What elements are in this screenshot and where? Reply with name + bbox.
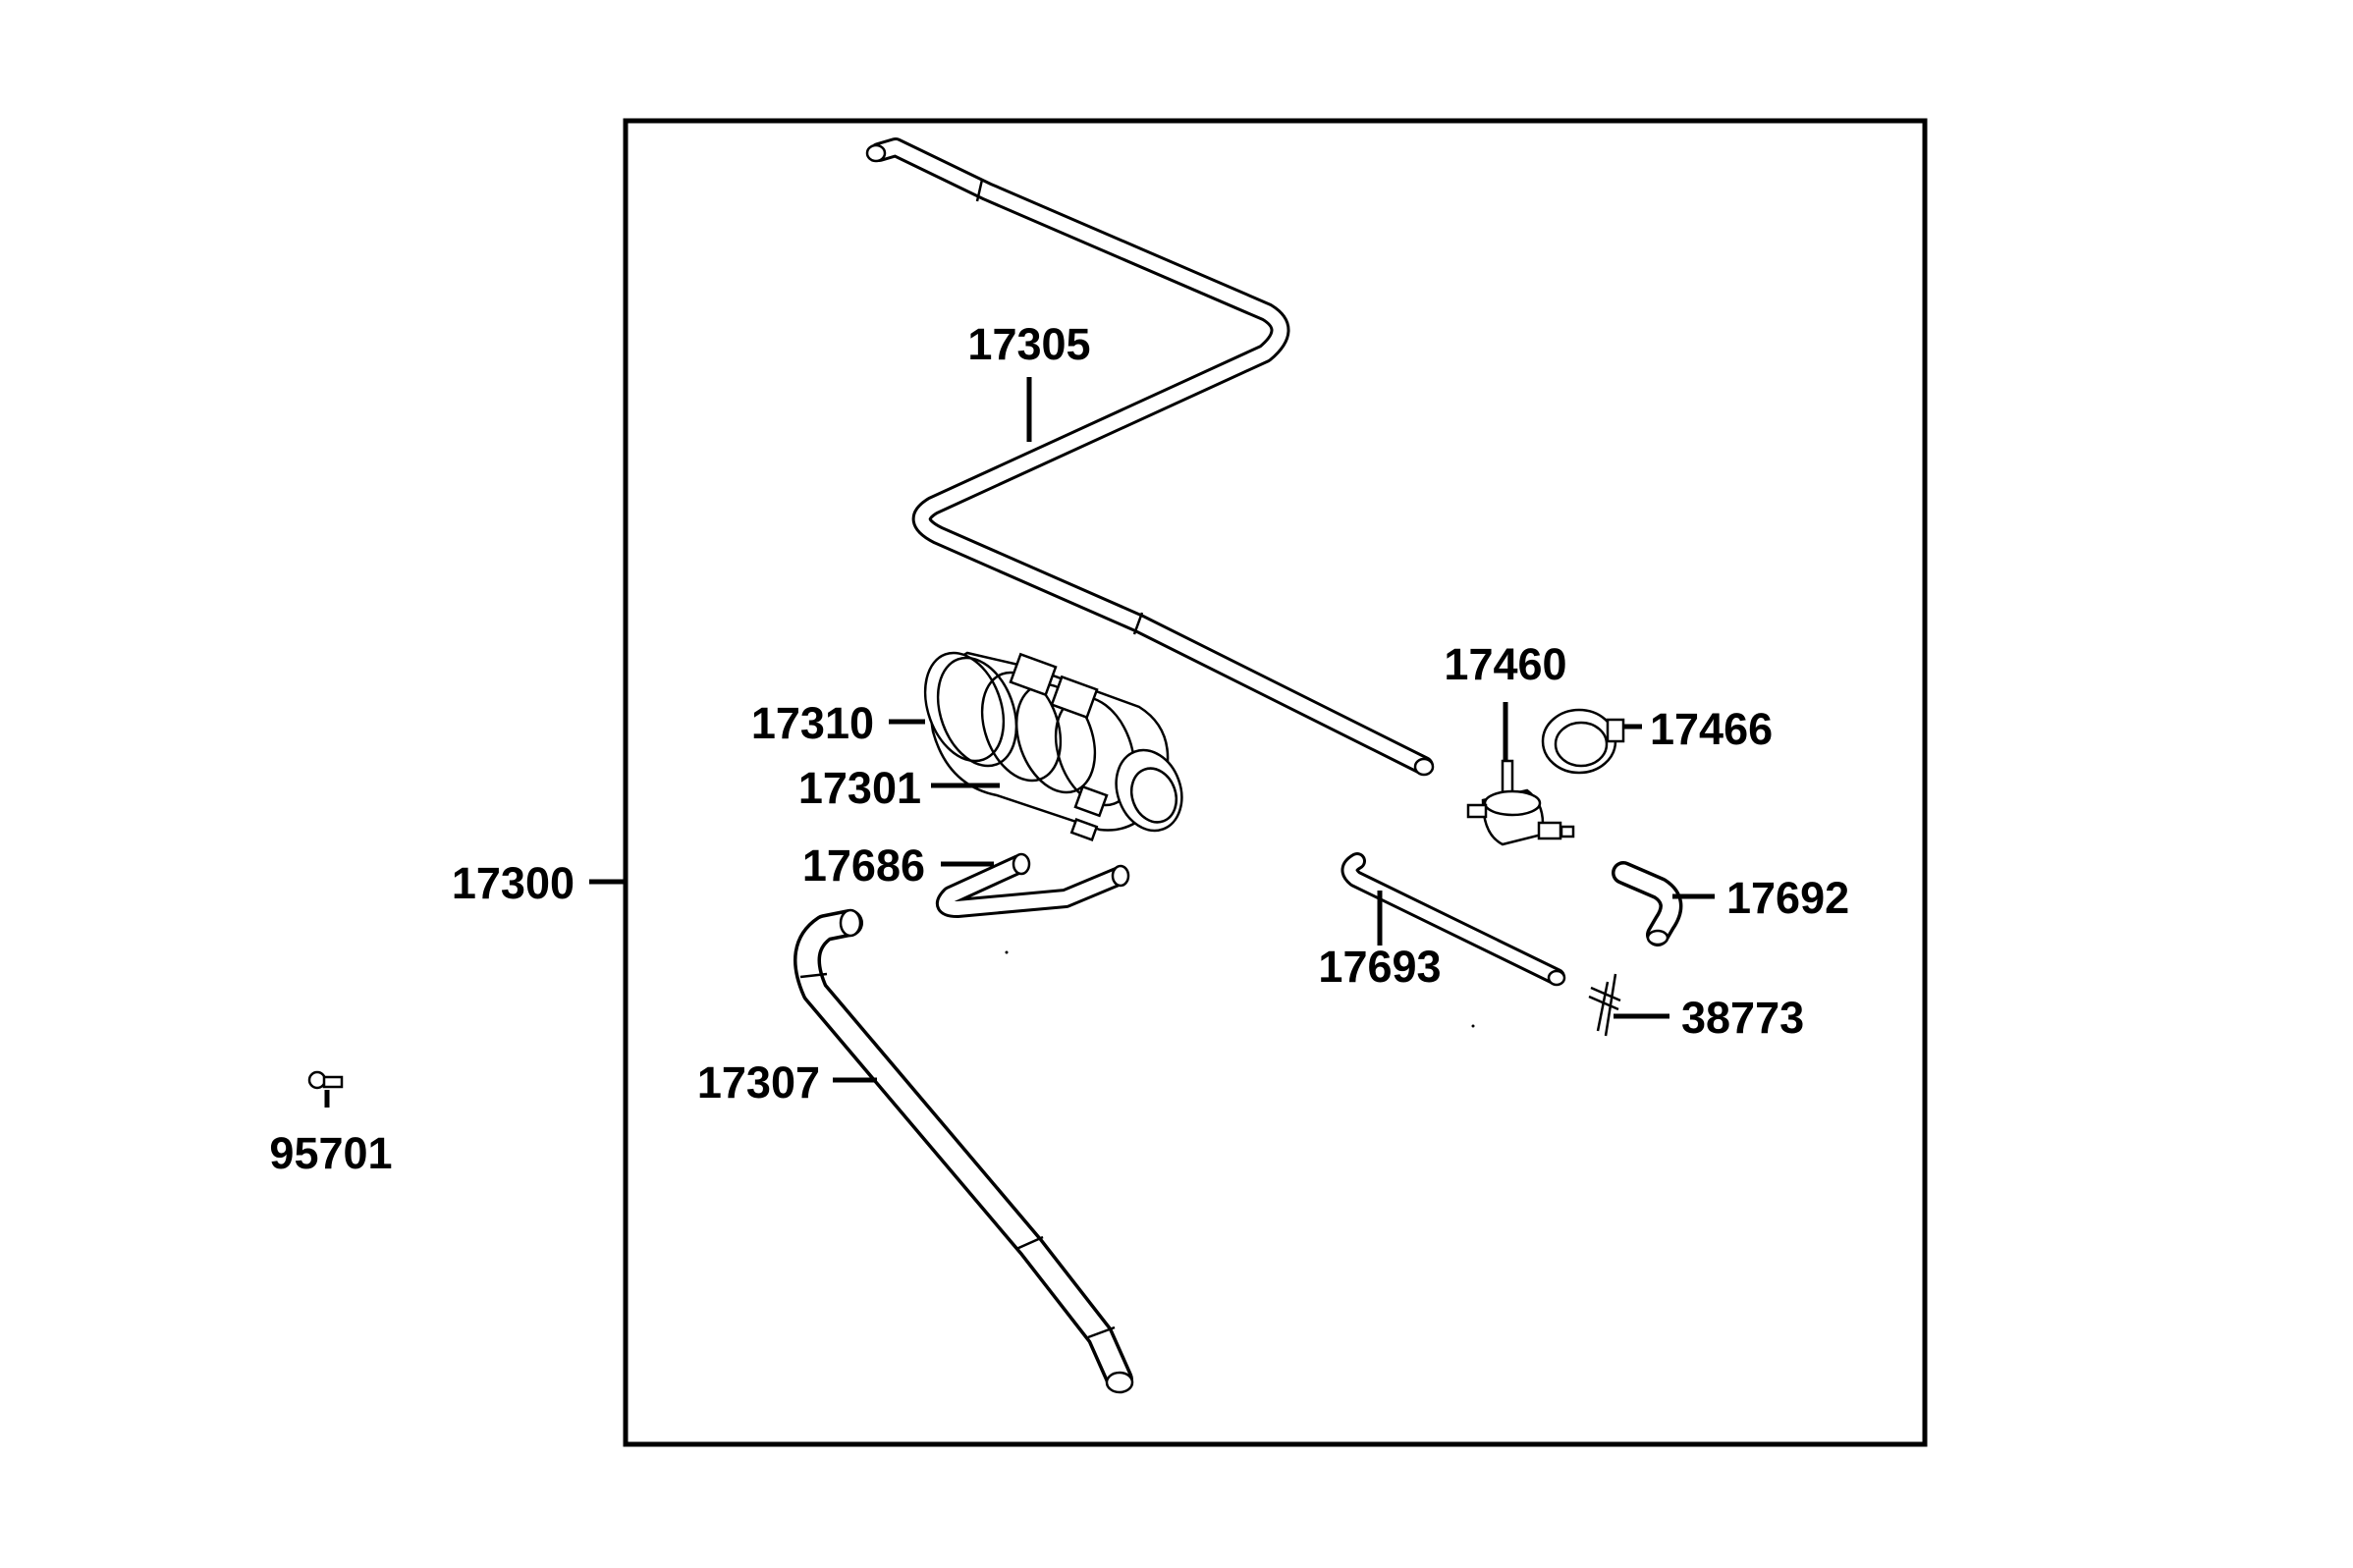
part-17307-hose[interactable]: [793, 908, 1134, 1394]
label-17301[interactable]: 17301: [798, 763, 921, 813]
part-17466-clamp[interactable]: [1541, 708, 1625, 775]
part-17686-hose[interactable]: [936, 852, 1130, 918]
part-38773-connector[interactable]: [1588, 973, 1621, 1037]
label-17305[interactable]: 17305: [967, 319, 1090, 369]
label-17693[interactable]: 17693: [1318, 942, 1441, 992]
label-17686[interactable]: 17686: [802, 840, 925, 891]
label-17692[interactable]: 17692: [1726, 873, 1849, 923]
label-17310[interactable]: 17310: [751, 698, 874, 748]
speck-mark: [1471, 1024, 1475, 1028]
part-17305-hose[interactable]: [865, 137, 1435, 777]
part-17301-canister[interactable]: [911, 642, 1193, 841]
assembly-frame: [623, 118, 1928, 1447]
part-17460-valve[interactable]: [1466, 759, 1575, 846]
part-17693-hose[interactable]: [1341, 852, 1566, 987]
label-95701[interactable]: 95701: [269, 1128, 392, 1178]
label-17307[interactable]: 17307: [697, 1057, 820, 1108]
label-17300[interactable]: 17300: [452, 858, 575, 908]
part-95701-bolt[interactable]: [307, 1070, 344, 1108]
speck-mark: [1005, 950, 1009, 954]
part-17692-hose[interactable]: [1612, 861, 1683, 946]
label-38773[interactable]: 38773: [1681, 993, 1804, 1043]
label-17466[interactable]: 17466: [1650, 704, 1773, 754]
label-17460[interactable]: 17460: [1444, 639, 1566, 689]
